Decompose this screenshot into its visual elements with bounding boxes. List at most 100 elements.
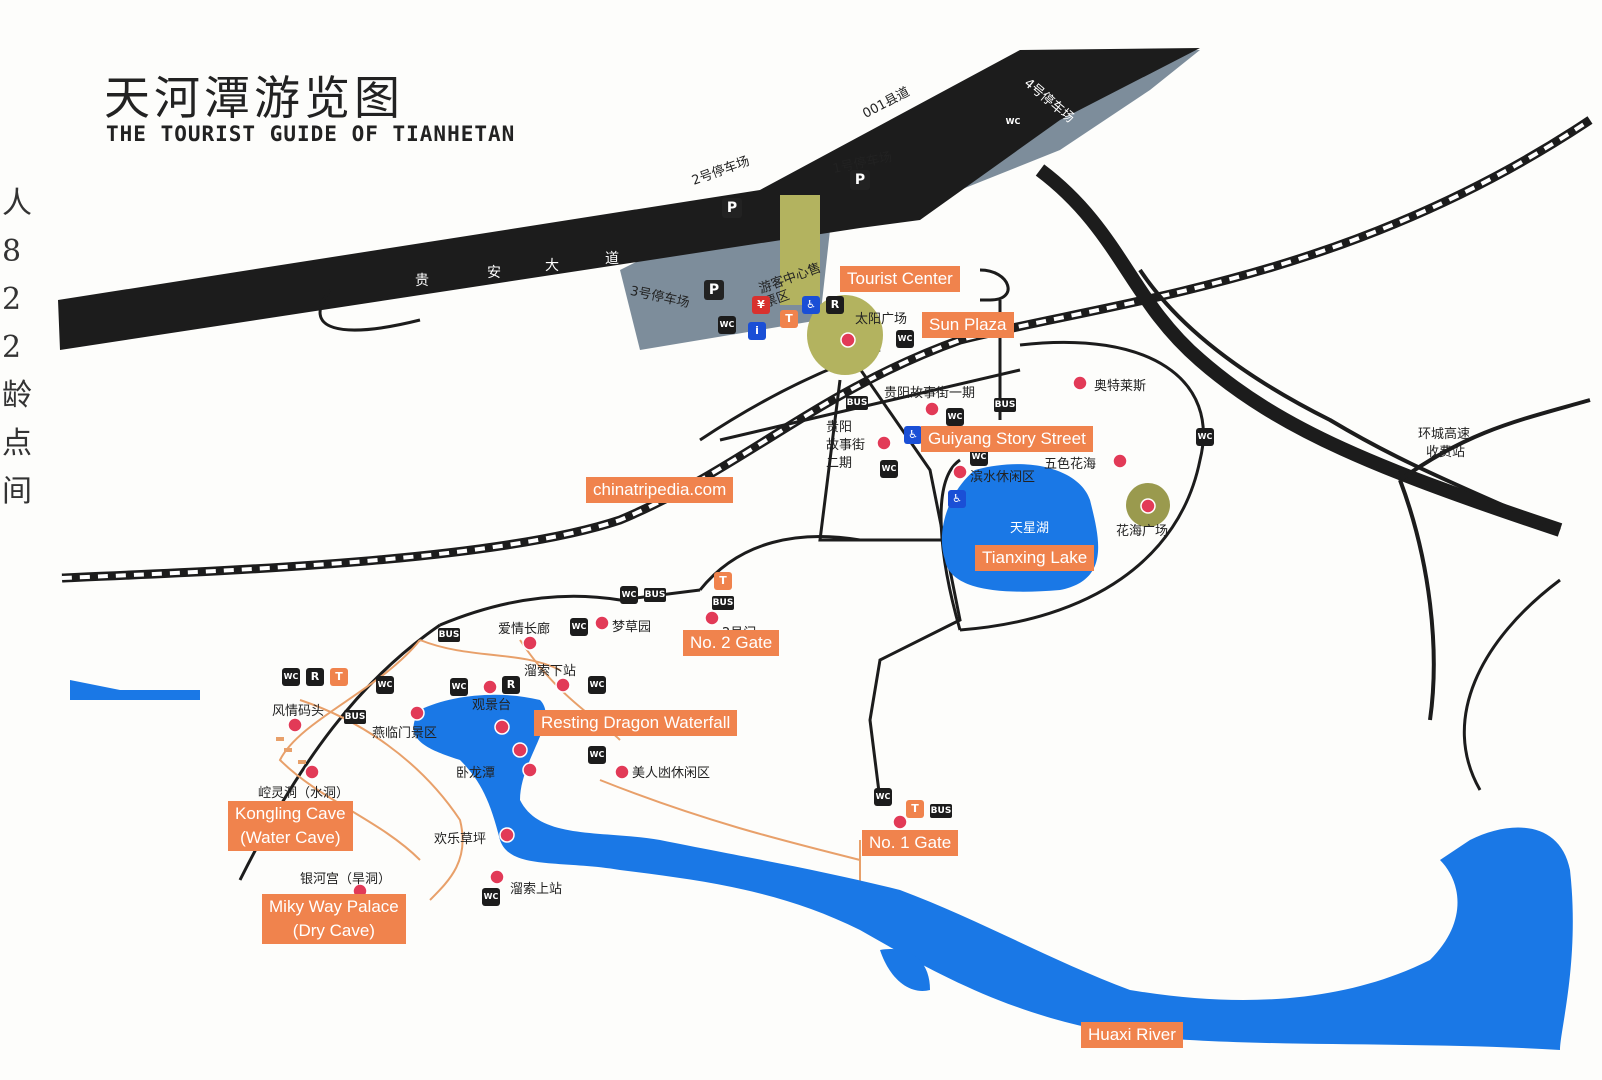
map-title-english: THE TOURIST GUIDE OF TIANHETAN	[106, 122, 516, 146]
scenic-pier-label: 风情码头	[272, 704, 325, 719]
ring-expressway	[1035, 164, 1563, 537]
poi-kongling	[304, 764, 320, 780]
info-icon: i	[748, 322, 766, 340]
restroom-icon: WC	[588, 676, 606, 694]
label-tianxing-lake: Tianxing Lake	[975, 545, 1095, 571]
dream-garden-label: 梦草园	[612, 620, 652, 635]
label-huaxi-river: Huaxi River	[1081, 1022, 1183, 1048]
poi-wolong-2	[522, 762, 538, 778]
restroom-icon: WC	[588, 746, 606, 764]
poi-cableway-lower	[555, 677, 571, 693]
label-tourist-center: Tourist Center	[840, 266, 960, 292]
ticket-icon: T	[714, 572, 732, 590]
parking-icon: P	[722, 198, 742, 218]
label-no1-gate: No. 1 Gate	[862, 830, 959, 856]
avenue-char-1: 贵	[415, 273, 429, 289]
observation-deck-label: 观景台	[472, 698, 512, 713]
cableway-upper-label: 溜索上站	[510, 882, 563, 897]
restroom-icon: WC	[376, 676, 394, 694]
bus-icon: BUS	[712, 596, 734, 610]
avenue-loop	[318, 289, 421, 332]
river-pond	[880, 949, 930, 991]
restroom-icon: WC	[946, 408, 964, 426]
poi-no1-gate	[892, 814, 908, 830]
avenue-char-2: 安	[487, 265, 501, 281]
beauty-valley-label: 美人凼休闲区	[632, 766, 711, 781]
kongling-cave-cn-label: 崆灵洞（水洞）	[258, 786, 350, 801]
poi-no2-gate	[704, 610, 720, 626]
label-resting-dragon-waterfall: Resting Dragon Waterfall	[534, 710, 738, 736]
wolong-pool	[413, 694, 1573, 1050]
cableway-lower-label: 溜索下站	[524, 664, 577, 679]
poi-flower-sea-plaza	[1140, 498, 1156, 514]
tianxing-lake-cn-label: 天星湖	[1010, 521, 1050, 536]
restaurant-icon: R	[826, 296, 844, 314]
accessibility-icon: ♿	[948, 490, 966, 508]
avenue-char-4: 道	[605, 251, 619, 267]
label-milky-way-line1: Miky Way Palace	[269, 897, 399, 916]
restroom-icon: WC	[880, 460, 898, 478]
restroom-icon: WC	[874, 788, 892, 806]
story-street-1-label: 贵阳故事街一期	[884, 386, 976, 401]
ticket-icon: T	[330, 668, 348, 686]
poi-dots	[287, 332, 1156, 899]
restroom-icon: WC	[1004, 113, 1022, 131]
restroom-icon: WC	[570, 618, 588, 636]
restaurant-icon: R	[306, 668, 324, 686]
ticket-icon: T	[906, 800, 924, 818]
poi-observation	[482, 679, 498, 695]
label-kongling-cave: Kongling Cave (Water Cave)	[228, 801, 353, 851]
bus-icon: BUS	[644, 588, 666, 602]
waterside-label: 滨水休闲区	[970, 470, 1036, 485]
toll-station-label-b: 收费站	[1426, 445, 1466, 460]
bus-icon: BUS	[344, 710, 366, 724]
ticket-office-icon: ¥	[752, 296, 770, 314]
restroom-icon: WC	[896, 330, 914, 348]
restroom-icon: WC	[282, 668, 300, 686]
avenue-char-3: 大	[545, 258, 559, 274]
bus-icon: BUS	[438, 628, 460, 642]
milky-way-cn-label: 银河宫（旱洞）	[300, 872, 392, 887]
poi-cableway-upper	[489, 869, 505, 885]
restroom-icon: WC	[718, 316, 736, 334]
poi-story-street-2	[876, 435, 892, 451]
parking-icon: P	[704, 280, 724, 300]
restaurant-icon: R	[502, 676, 520, 694]
west-stream	[70, 680, 200, 700]
label-sun-plaza: Sun Plaza	[922, 312, 1014, 338]
story-street-2-label-c: 二期	[826, 456, 853, 471]
poi-waterside	[952, 464, 968, 480]
label-milky-way-palace: Miky Way Palace (Dry Cave)	[262, 894, 406, 944]
bus-icon: BUS	[994, 398, 1016, 412]
five-flower-sea-label: 五色花海	[1044, 457, 1097, 472]
poi-love-corridor	[522, 635, 538, 651]
label-watermark: chinatripedia.com	[586, 477, 734, 503]
wolong-pool-label: 卧龙潭	[456, 766, 496, 781]
label-no2-gate: No. 2 Gate	[683, 630, 780, 656]
story-street-2-label-a: 贵阳	[826, 420, 853, 435]
poi-five-flower	[1112, 453, 1128, 469]
happy-meadow-label: 欢乐草坪	[434, 832, 487, 847]
poi-beauty	[614, 764, 630, 780]
poi-outlets	[1072, 375, 1088, 391]
story-street-2-label-b: 故事街	[826, 438, 866, 453]
toll-station-label-a: 环城高速	[1418, 427, 1471, 442]
accessibility-icon: ♿	[904, 426, 922, 444]
restroom-icon: WC	[482, 888, 500, 906]
bus-icon: BUS	[930, 804, 952, 818]
poi-sun-plaza	[840, 332, 856, 348]
poi-scenic-pier	[287, 717, 303, 733]
restroom-icon: WC	[450, 678, 468, 696]
bus-icon: BUS	[846, 396, 868, 410]
tourist-center-area	[780, 195, 820, 305]
label-kongling-cave-line2: (Water Cave)	[240, 828, 341, 847]
guian-avenue	[58, 48, 1200, 350]
outlets-label: 奥特莱斯	[1094, 379, 1147, 394]
map-title-chinese: 天河潭游览图	[104, 71, 404, 125]
accessibility-icon: ♿	[802, 296, 820, 314]
ticket-icon: T	[780, 310, 798, 328]
restroom-icon: WC	[970, 448, 988, 466]
restroom-icon: WC	[1196, 428, 1214, 446]
poi-swallow	[409, 705, 425, 721]
